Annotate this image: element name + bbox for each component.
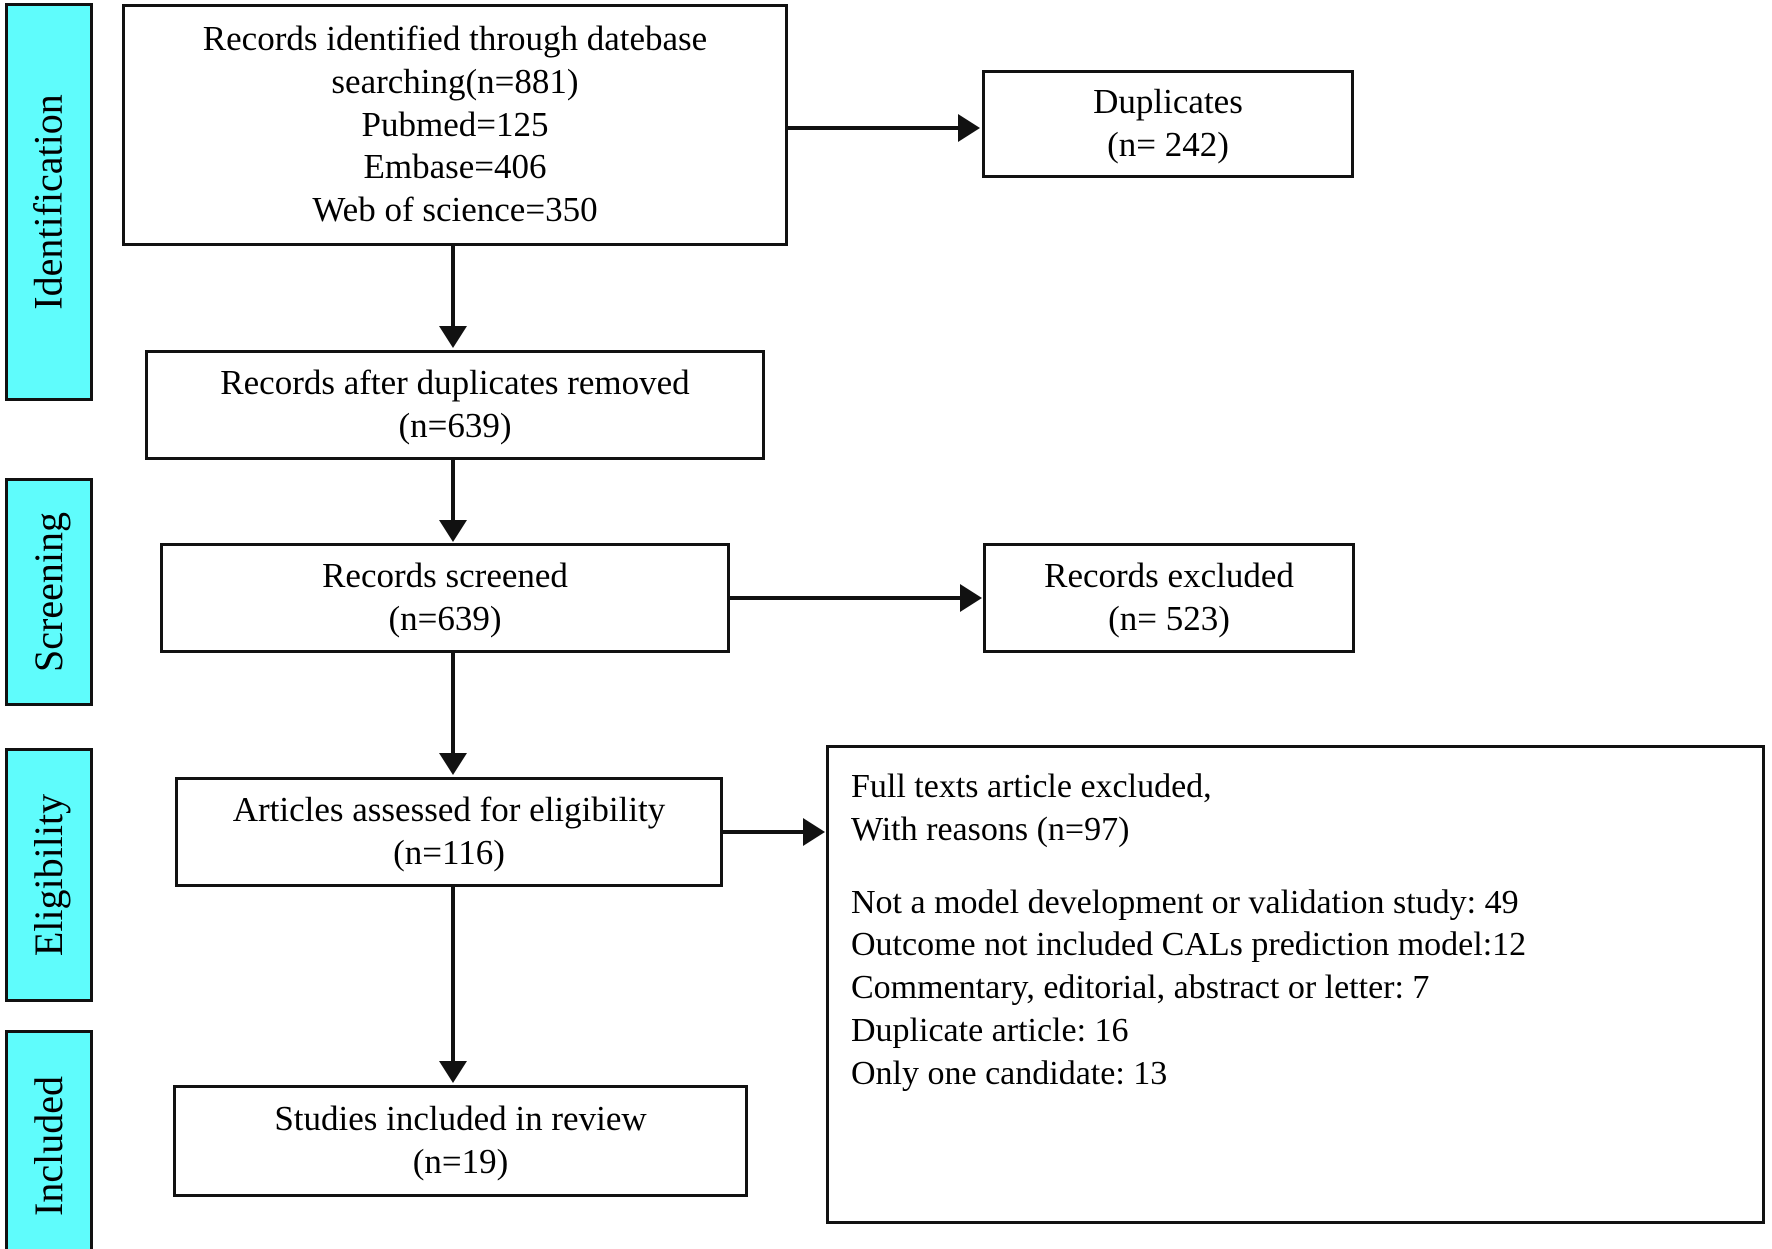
box-after-duplicates-removed-line-1: Records after duplicates removed xyxy=(220,363,690,403)
box-studies-included-line-1: Studies included in review xyxy=(274,1099,647,1139)
connector-eligibility-to-fulltext-excluded xyxy=(723,830,805,834)
connector-identified-to-after-duplicates xyxy=(451,246,455,328)
arrowhead-screened-to-excluded xyxy=(960,584,982,612)
stage-bar-identification: Identification xyxy=(5,3,93,401)
connector-screened-to-excluded xyxy=(730,596,962,600)
box-fulltext-excluded-reason-2: Outcome not included CALs prediction mod… xyxy=(851,926,1527,964)
box-studies-included-line-2: (n=19) xyxy=(412,1142,509,1181)
box-fulltext-excluded-reason-3: Commentary, editorial, abstract or lette… xyxy=(851,969,1430,1007)
box-records-identified: Records identified through datebase sear… xyxy=(122,4,788,246)
arrowhead-screened-to-eligibility xyxy=(439,753,467,775)
box-after-duplicates-removed-line-2: (n=639) xyxy=(398,406,512,445)
stage-label-eligibility: Eligibility xyxy=(26,793,72,957)
box-records-identified-line-5: Web of science=350 xyxy=(312,190,598,230)
stage-bar-screening: Screening xyxy=(5,478,93,706)
connector-screened-to-eligibility xyxy=(451,653,455,755)
box-articles-assessed-line-2: (n=116) xyxy=(393,833,505,872)
connector-eligibility-to-included xyxy=(451,887,455,1063)
arrowhead-identified-to-duplicates xyxy=(958,114,980,142)
stage-bar-included: Included xyxy=(5,1030,93,1249)
box-articles-assessed: Articles assessed for eligibility (n=116… xyxy=(175,777,723,887)
box-fulltext-excluded-reason-5: Only one candidate: 13 xyxy=(851,1054,1168,1092)
arrowhead-after-duplicates-to-screened xyxy=(439,520,467,542)
stage-bar-eligibility: Eligibility xyxy=(5,748,93,1002)
box-fulltext-excluded: Full texts article excluded, With reason… xyxy=(826,745,1765,1224)
arrowhead-eligibility-to-included xyxy=(439,1061,467,1083)
box-fulltext-excluded-line-2: With reasons (n=97) xyxy=(851,810,1130,848)
box-fulltext-excluded-reason-1: Not a model development or validation st… xyxy=(851,883,1519,921)
arrowhead-identified-to-after-duplicates xyxy=(439,326,467,348)
stage-label-identification: Identification xyxy=(26,94,71,310)
box-records-excluded-line-1: Records excluded xyxy=(1044,556,1294,596)
box-fulltext-excluded-reason-4: Duplicate article: 16 xyxy=(851,1012,1129,1050)
box-records-identified-line-2: searching(n=881) xyxy=(331,61,579,101)
arrowhead-eligibility-to-fulltext-excluded xyxy=(803,818,825,846)
box-records-identified-line-1: Records identified through datebase xyxy=(202,19,708,59)
box-duplicates-line-2: (n= 242) xyxy=(1107,125,1229,164)
box-articles-assessed-line-1: Articles assessed for eligibility xyxy=(232,790,666,830)
box-records-excluded-line-2: (n= 523) xyxy=(1108,599,1230,638)
box-records-excluded: Records excluded (n= 523) xyxy=(983,543,1355,653)
box-records-identified-line-4: Embase=406 xyxy=(363,147,547,187)
box-duplicates-line-1: Duplicates xyxy=(1093,82,1243,122)
box-records-screened: Records screened (n=639) xyxy=(160,543,730,653)
stage-label-included: Included xyxy=(26,1076,72,1216)
box-studies-included: Studies included in review (n=19) xyxy=(173,1085,748,1197)
box-records-identified-line-3: Pubmed=125 xyxy=(361,104,549,144)
box-duplicates: Duplicates (n= 242) xyxy=(982,70,1354,178)
box-fulltext-excluded-line-1: Full texts article excluded, xyxy=(851,768,1212,805)
box-after-duplicates-removed: Records after duplicates removed (n=639) xyxy=(145,350,765,460)
stage-label-screening: Screening xyxy=(26,512,72,672)
box-records-screened-line-2: (n=639) xyxy=(388,599,502,638)
connector-after-duplicates-to-screened xyxy=(451,460,455,522)
connector-identified-to-duplicates xyxy=(788,126,958,130)
box-records-screened-line-1: Records screened xyxy=(322,556,568,596)
